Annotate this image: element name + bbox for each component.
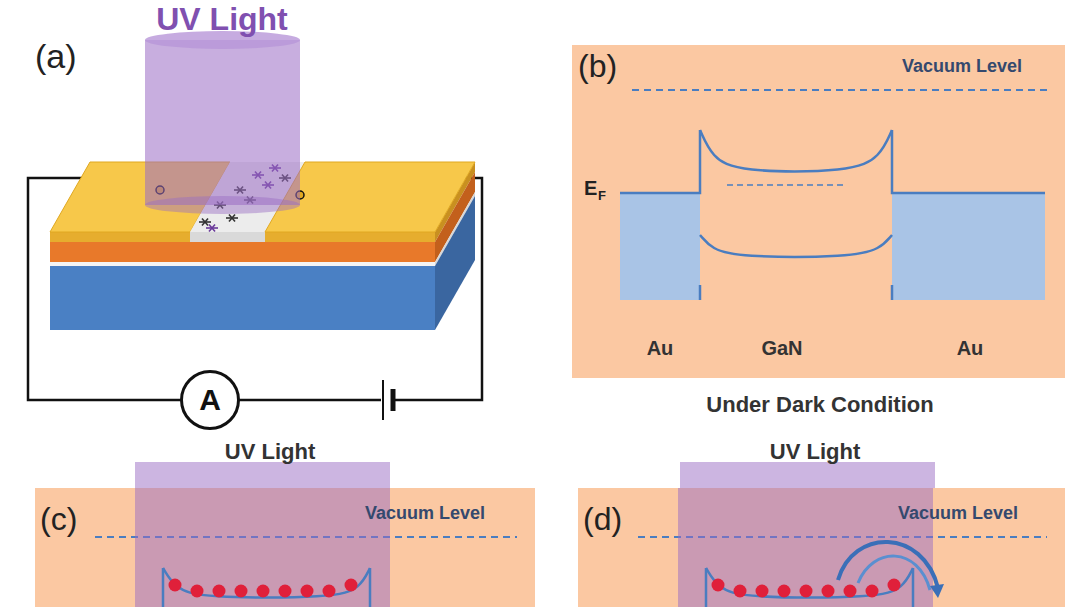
electron-dot (169, 579, 182, 592)
uv-beam (135, 488, 390, 607)
uv-beam (680, 462, 935, 489)
uv-beam (135, 462, 390, 489)
fermi-level (892, 130, 1045, 193)
light-label: UV Light (156, 2, 288, 37)
ammeter-letter: A (199, 383, 221, 417)
nanostructure-spike (232, 215, 235, 218)
battery-plate (382, 380, 384, 420)
electron-dot (257, 585, 270, 598)
uv-beam-spot (145, 196, 300, 214)
gan-fermi-level (727, 184, 847, 186)
metal-fill (620, 193, 700, 300)
nanostructure-spike (205, 219, 208, 222)
electron-dot (279, 585, 292, 598)
level-label: Vacuum Level (902, 57, 1022, 77)
band-label: E (584, 177, 597, 199)
battery-plate (391, 389, 396, 411)
vacuum-level-line (632, 89, 1047, 91)
electron-dot (712, 579, 725, 592)
electron-dot (323, 585, 336, 598)
valence-band (700, 235, 892, 257)
light-label: UV Light (770, 440, 860, 464)
conduction-band (700, 130, 892, 171)
electron-dot (191, 585, 204, 598)
circuit-wire (238, 399, 381, 402)
thin-layer (50, 262, 435, 266)
electrode-front (265, 232, 435, 242)
electron-dot (345, 579, 358, 592)
band-label: F (598, 189, 606, 203)
level-label: Vacuum Level (898, 504, 1018, 524)
interface-line (163, 568, 370, 607)
electron-dot (800, 585, 813, 598)
electron-dot (734, 585, 747, 598)
panel-label: (b) (578, 49, 617, 84)
electron-dot (213, 585, 226, 598)
oxide-layer (50, 242, 435, 262)
band-label: Au (957, 337, 984, 359)
conduction-band (706, 568, 913, 598)
panel-label: (c) (40, 502, 77, 537)
electron-dot (822, 585, 835, 598)
fermi-level (620, 130, 700, 193)
arrow-head (930, 584, 944, 598)
interface-line (699, 285, 702, 300)
band-diagram-panel: (d) Vacuum Level (578, 488, 1065, 607)
electron-dot (778, 585, 791, 598)
electron-dot (866, 585, 879, 598)
level-label: Vacuum Level (365, 504, 485, 524)
panel-label: (d) (583, 502, 622, 537)
nanostructure-spike (212, 225, 215, 228)
band-label: Au (647, 337, 674, 359)
substrate-layer (50, 266, 435, 330)
electron-dot (235, 585, 248, 598)
light-label: UV Light (225, 440, 315, 464)
panel-label: (a) (35, 38, 77, 75)
electron-transfer-arrow (858, 556, 930, 590)
conduction-band (163, 568, 370, 598)
electron-dot (756, 585, 769, 598)
ammeter-symbol: A (180, 370, 240, 430)
band-diagram (572, 45, 1065, 378)
interface-line (891, 285, 894, 300)
metal-fill (892, 193, 1045, 300)
gap-front (190, 232, 265, 242)
electrode-front (50, 232, 190, 242)
band-label: GaN (761, 337, 802, 359)
electron-dot (301, 585, 314, 598)
band-diagram-panel: (b) Vacuum LevelEF Au GaN Au (572, 45, 1065, 378)
electron-dot (888, 579, 901, 592)
band-diagram-panel: (c) Vacuum Level (35, 488, 535, 607)
panel-caption: Under Dark Condition (706, 393, 933, 417)
electron-dot (844, 585, 857, 598)
electron-transfer-arrow (838, 542, 938, 588)
interface-line (706, 568, 913, 607)
uv-beam (678, 488, 933, 607)
uv-beam (145, 40, 300, 205)
